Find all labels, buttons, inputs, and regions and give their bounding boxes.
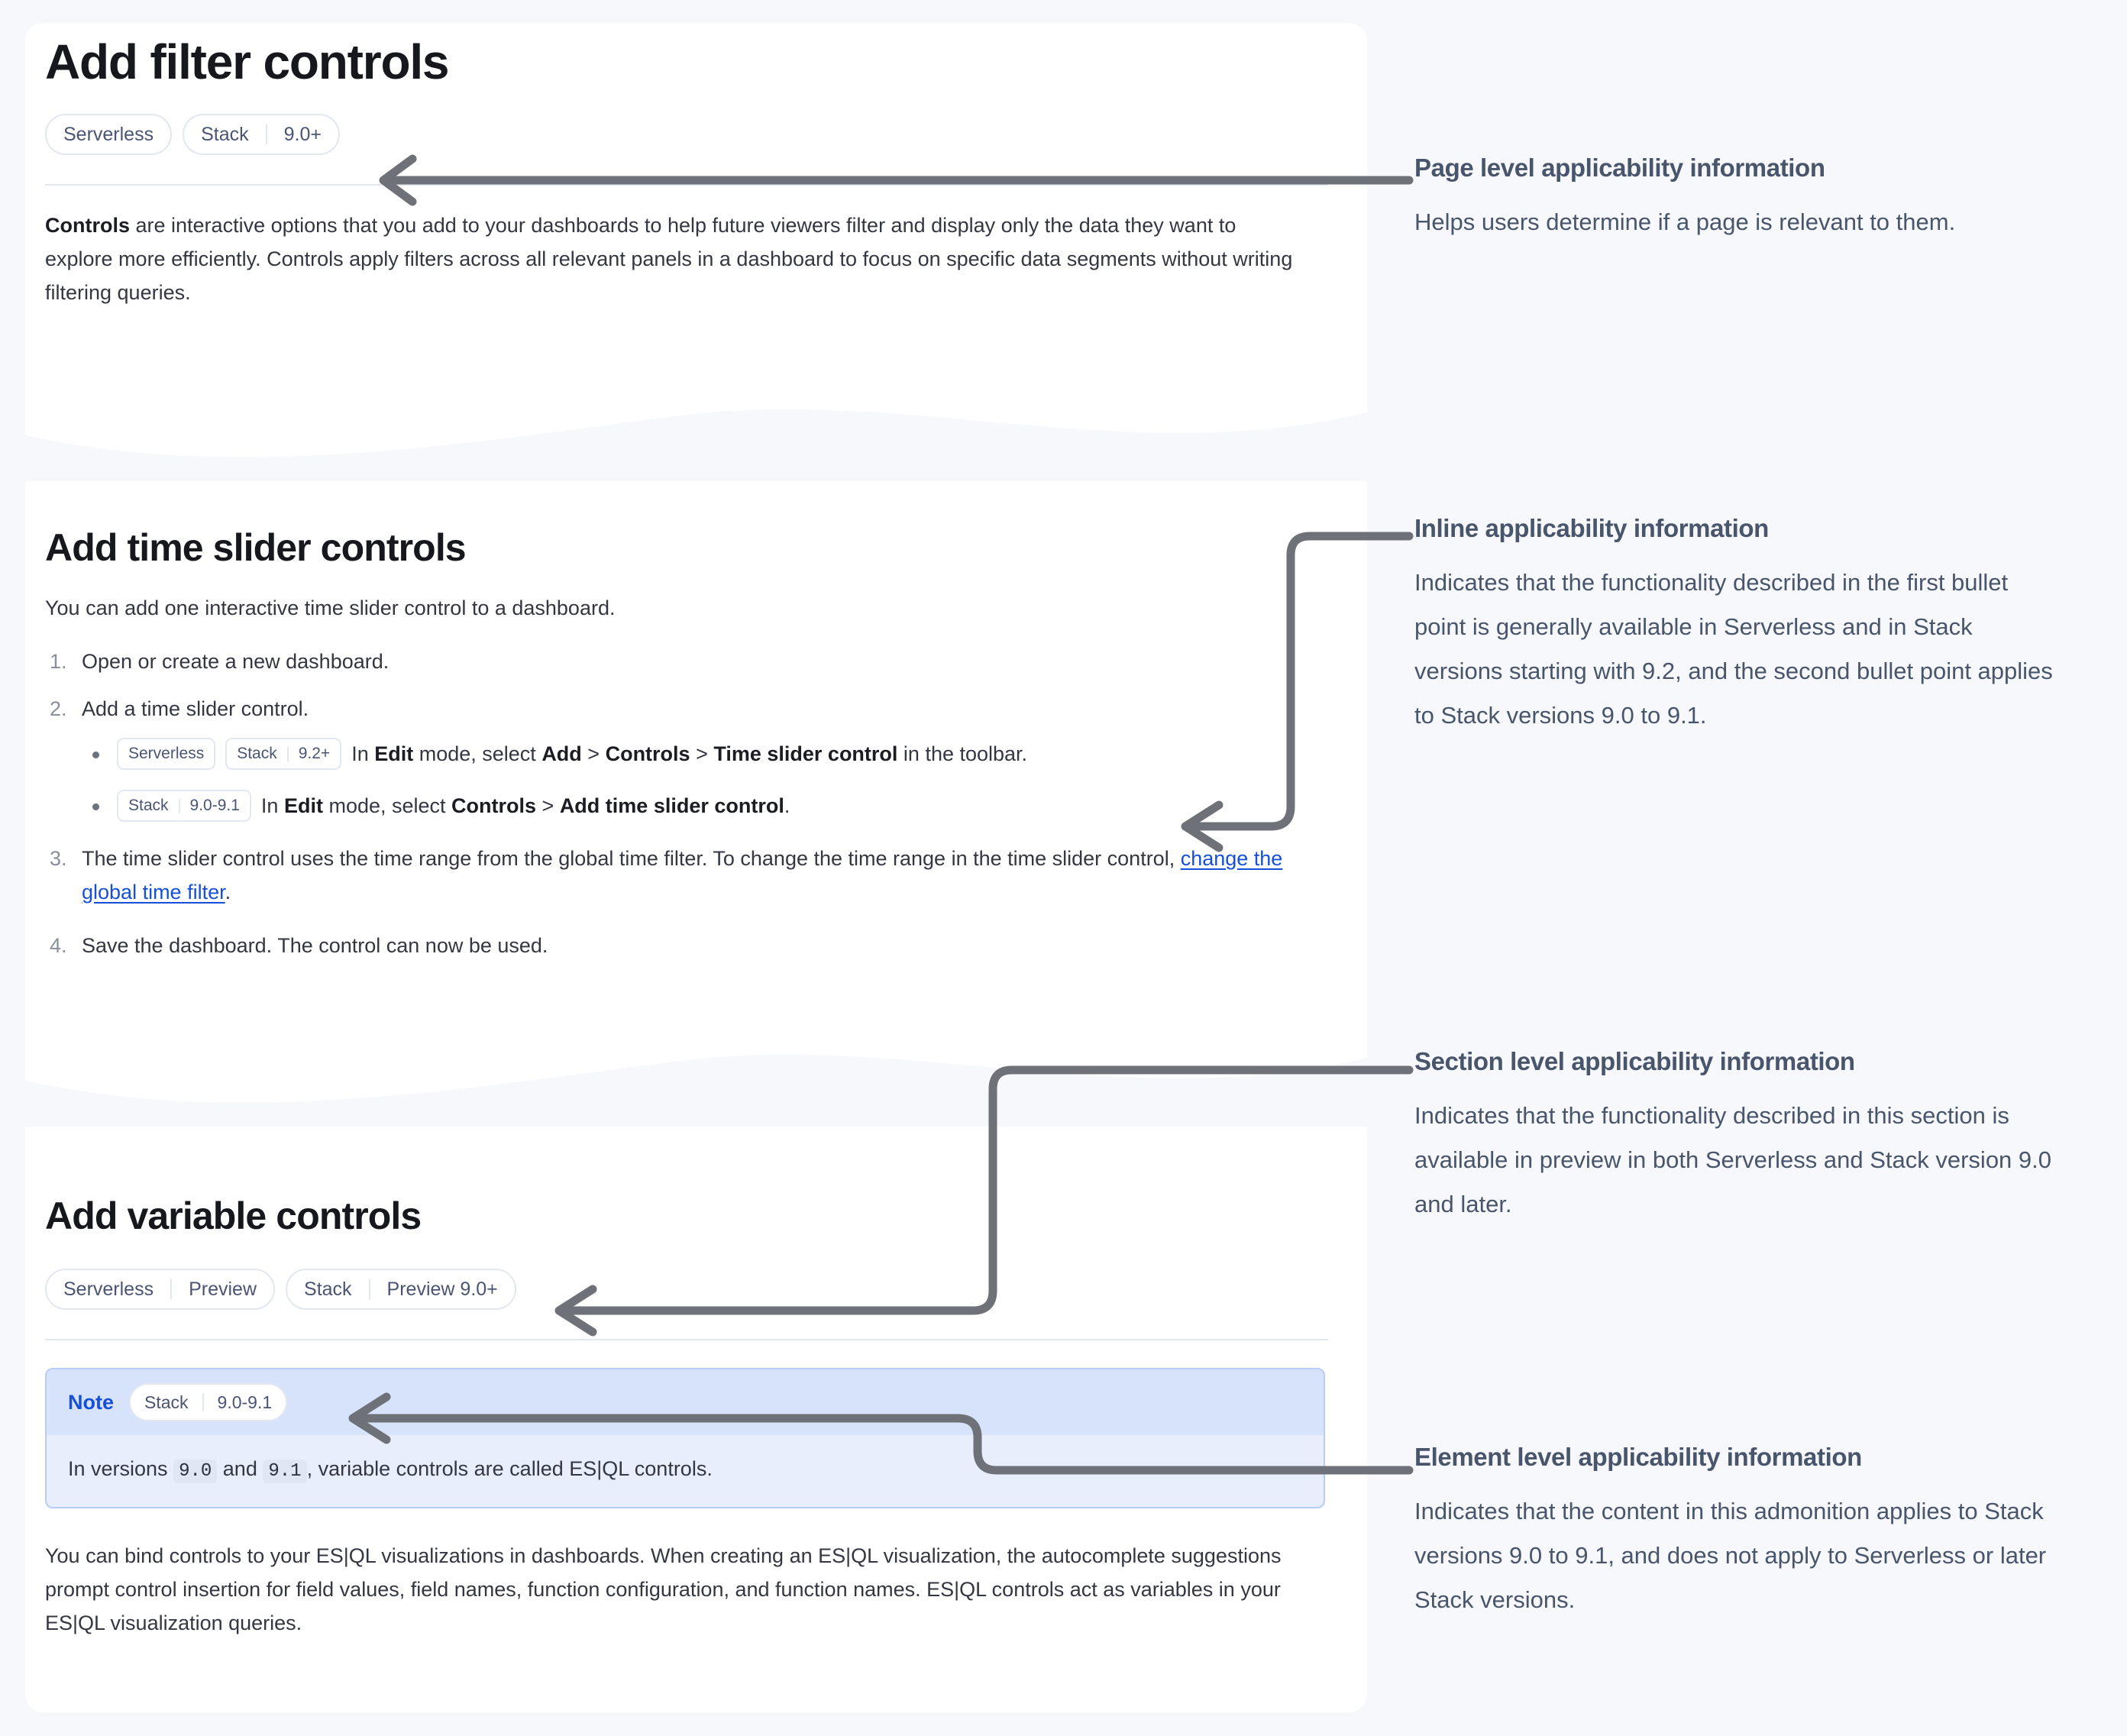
badge-divider (170, 1279, 173, 1299)
note-title: Note (68, 1390, 114, 1414)
annotation-text: Helps users determine if a page is relev… (1414, 208, 1956, 235)
intro-lead-term: Controls (45, 214, 130, 238)
badge-segment-lifecycle: Preview (189, 1279, 257, 1300)
badge-stack-version-range[interactable]: Stack 9.0-9.1 (129, 1383, 288, 1421)
badge-segment-version: 9.2+ (298, 745, 331, 762)
wave-divider-2 (25, 1035, 1367, 1127)
annotation-page-level: Page level applicability information Hel… (1414, 153, 2060, 244)
step-text: Add a time slider control. (82, 697, 309, 720)
intro-rest: are interactive options that you add to … (45, 214, 1293, 305)
step-item: Save the dashboard. The control can now … (45, 929, 1328, 962)
inline-code-version: 9.0 (173, 1460, 218, 1483)
bullet-text: In Edit mode, select Controls > Add time… (260, 794, 790, 817)
intro-paragraph: Controls are interactive options that yo… (45, 209, 1298, 309)
annotation-text: Indicates that the functionality describ… (1414, 1101, 2052, 1217)
badge-segment-label: Serverless (63, 1279, 154, 1300)
annotation-title: Element level applicability information (1414, 1443, 1862, 1471)
inline-applicability-bullets: Serverless Stack 9.2+ In Edit mode, sele… (82, 738, 1328, 822)
annotation-section-level: Section level applicability information … (1414, 1046, 2060, 1227)
title-divider (45, 184, 1328, 186)
bullet-text: In Edit mode, select Add > Controls > Ti… (351, 742, 1028, 765)
badge-stack-preview-version[interactable]: Stack Preview 9.0+ (286, 1269, 516, 1310)
note-admonition: Note Stack 9.0-9.1 In versions 9.0 and 9… (45, 1368, 1325, 1508)
badge-segment-lifecycle-version: Preview 9.0+ (386, 1279, 498, 1300)
wave-divider-1 (25, 390, 1367, 481)
badge-divider (286, 746, 289, 761)
badge-segment-label: Stack (144, 1392, 189, 1412)
annotation-inline: Inline applicability information Indicat… (1414, 513, 2060, 738)
badge-segment-label: Serverless (63, 124, 154, 146)
documentation-column: Add filter controls Serverless Stack 9.0… (25, 23, 1367, 1712)
section-applicability-badges: Serverless Preview Stack Preview 9.0+ (45, 1269, 1328, 1310)
step-item: Open or create a new dashboard. (45, 645, 1328, 678)
annotation-text: Indicates that the functionality describ… (1414, 568, 2053, 729)
inline-code-version: 9.1 (263, 1460, 307, 1483)
page-title: Add filter controls (45, 34, 450, 89)
bullet-item: Serverless Stack 9.2+ In Edit mode, sele… (82, 738, 1328, 770)
badge-segment-label: Stack (128, 797, 169, 814)
badge-divider (368, 1279, 370, 1299)
section-intro-time-slider: You can add one interactive time slider … (45, 596, 616, 619)
section-heading-time-slider: Add time slider controls (45, 526, 467, 569)
badge-segment-label: Stack (237, 745, 277, 762)
badge-segment-version: 9.0-9.1 (189, 797, 240, 814)
doc-card-variable-controls: Add variable controls Serverless Preview… (25, 1127, 1367, 1712)
badge-stack-version-range[interactable]: Stack 9.0-9.1 (117, 790, 251, 822)
badge-stack-version[interactable]: Stack 9.0+ (183, 114, 340, 156)
badge-divider (178, 798, 180, 813)
badge-divider (265, 124, 267, 145)
badge-segment-label: Serverless (128, 745, 205, 762)
note-header: Note Stack 9.0-9.1 (47, 1369, 1324, 1435)
annotation-title: Page level applicability information (1414, 154, 1825, 182)
badge-serverless[interactable]: Serverless (45, 114, 173, 156)
annotation-element-level: Element level applicability information … (1414, 1442, 2060, 1622)
doc-card-intro: Add filter controls Serverless Stack 9.0… (25, 23, 1367, 428)
step-item: The time slider control uses the time ra… (45, 842, 1328, 909)
annotation-title: Inline applicability information (1414, 514, 1769, 542)
section-heading-variable: Add variable controls (45, 1195, 422, 1237)
section-divider (45, 1339, 1328, 1340)
page-applicability-badges: Serverless Stack 9.0+ (45, 114, 1328, 156)
step-text: The time slider control uses the time ra… (82, 847, 1283, 904)
step-text: Save the dashboard. The control can now … (82, 934, 548, 957)
note-body: In versions 9.0 and 9.1, variable contro… (68, 1457, 713, 1483)
annotation-text: Indicates that the content in this admon… (1414, 1497, 2047, 1613)
doc-card-time-slider: Add time slider controls You can add one… (25, 481, 1367, 1073)
time-slider-steps: Open or create a new dashboard. Add a ti… (45, 645, 1328, 962)
badge-segment-label: Stack (201, 124, 249, 146)
badge-serverless[interactable]: Serverless (117, 738, 216, 770)
badge-segment-version: 9.0+ (283, 124, 322, 146)
step-text: Open or create a new dashboard. (82, 650, 390, 673)
bullet-item: Stack 9.0-9.1 In Edit mode, select Contr… (82, 790, 1328, 822)
badge-serverless-preview[interactable]: Serverless Preview (45, 1269, 276, 1310)
annotation-title: Section level applicability information (1414, 1047, 1855, 1075)
badge-stack-version[interactable]: Stack 9.2+ (225, 738, 342, 770)
variable-controls-paragraph: You can bind controls to your ES|QL visu… (45, 1544, 1282, 1634)
badge-segment-version: 9.0-9.1 (217, 1392, 273, 1412)
badge-segment-label: Stack (304, 1279, 352, 1300)
step-item: Add a time slider control. Serverless St… (45, 692, 1328, 822)
badge-divider (202, 1393, 204, 1411)
